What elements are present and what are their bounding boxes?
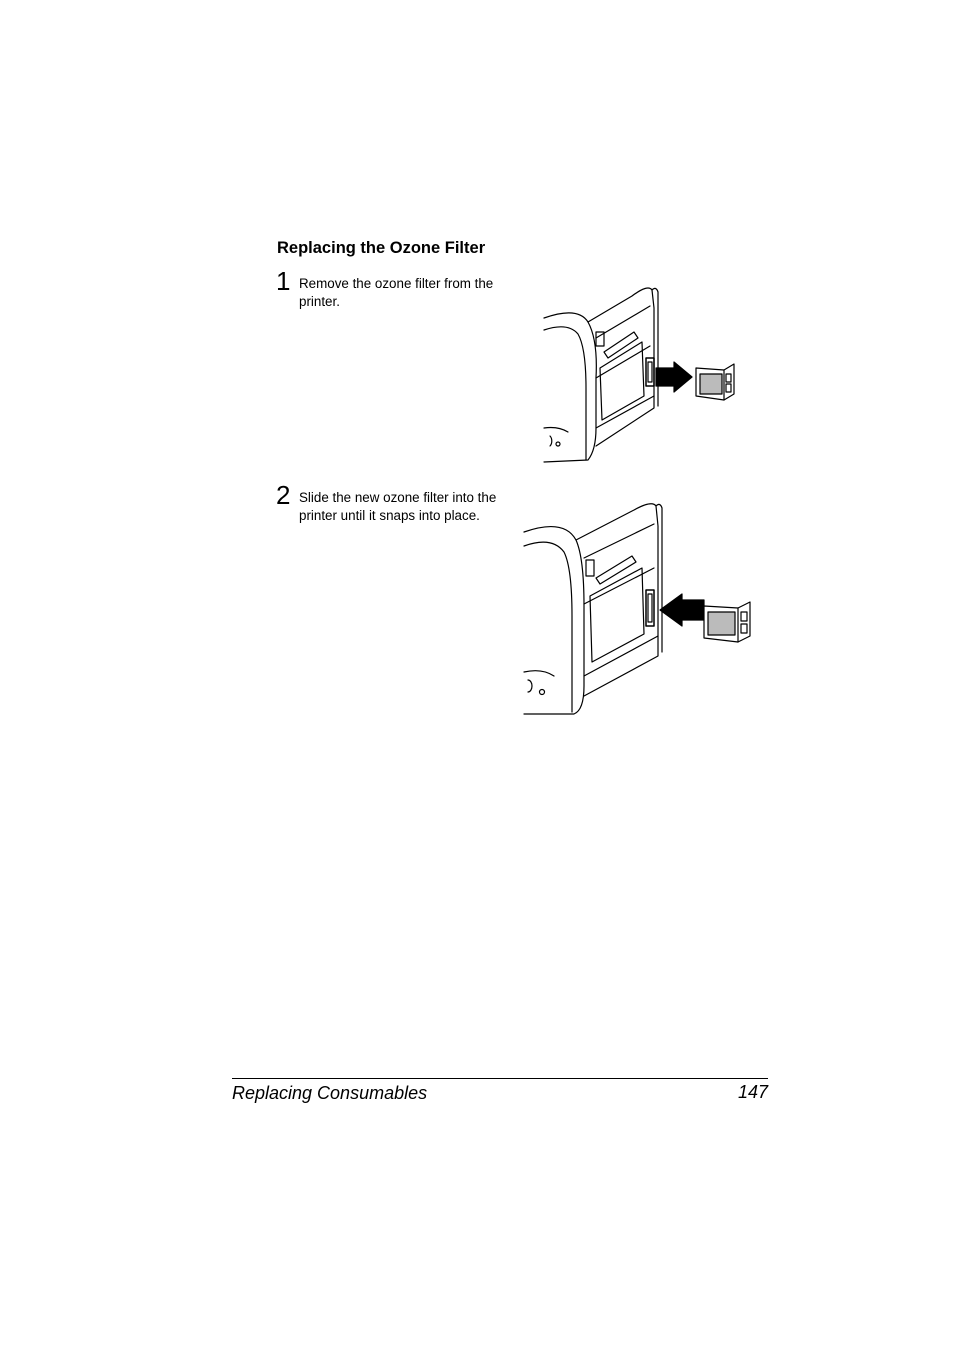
step-1-number: 1 <box>276 266 291 296</box>
section-title: Replacing the Ozone Filter <box>277 239 486 257</box>
step-2-number: 2 <box>276 480 291 510</box>
footer-page-number: 147 <box>737 1082 768 1102</box>
insert-filter-illustration <box>523 503 751 715</box>
footer-chapter: Replacing Consumables <box>232 1083 428 1103</box>
footer-rule <box>232 1078 768 1079</box>
step-1-text: Remove the ozone filter from the printer… <box>299 276 494 309</box>
step-2-text: Slide the new ozone filter into the prin… <box>299 490 497 523</box>
remove-filter-illustration <box>543 287 735 463</box>
